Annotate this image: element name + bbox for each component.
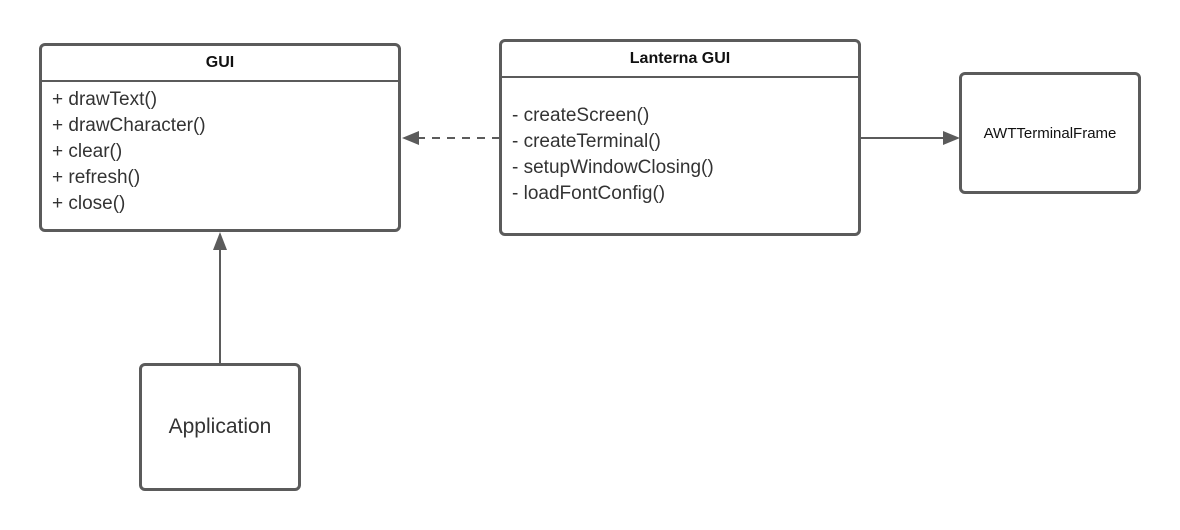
gui-method-clear: + clear() <box>52 141 123 162</box>
gui-class-title: GUI <box>42 46 398 82</box>
lanterna-gui-class-title: Lanterna GUI <box>502 42 858 78</box>
lanterna-method-create-screen: - createScreen() <box>512 105 650 126</box>
gui-method-close: + close() <box>52 193 126 214</box>
lanterna-to-gui-arrowhead <box>402 131 419 145</box>
awt-terminal-frame-label: AWTTerminalFrame <box>983 124 1117 142</box>
application-box[interactable]: Application <box>139 363 301 491</box>
gui-method-draw-text: + drawText() <box>52 89 158 110</box>
lanterna-gui-class-box[interactable]: Lanterna GUI - createScreen() - createTe… <box>499 39 861 236</box>
lanterna-method-load-font-config: - loadFontConfig() <box>512 183 666 204</box>
lanterna-gui-method-list: - createScreen() - createTerminal() - se… <box>502 78 858 207</box>
gui-class-box[interactable]: GUI + drawText() + drawCharacter() + cle… <box>39 43 401 232</box>
application-to-gui-arrowhead <box>213 232 227 250</box>
gui-method-draw-character: + drawCharacter() <box>52 115 206 136</box>
awt-terminal-frame-box[interactable]: AWTTerminalFrame <box>959 72 1141 194</box>
lanterna-method-setup-window-closing: - setupWindowClosing() <box>512 157 714 178</box>
gui-method-refresh: + refresh() <box>52 167 141 188</box>
lanterna-method-create-terminal: - createTerminal() <box>512 131 661 152</box>
application-label: Application <box>168 415 272 438</box>
lanterna-to-awt-arrowhead <box>943 131 960 145</box>
gui-method-list: + drawText() + drawCharacter() + clear()… <box>42 82 398 217</box>
